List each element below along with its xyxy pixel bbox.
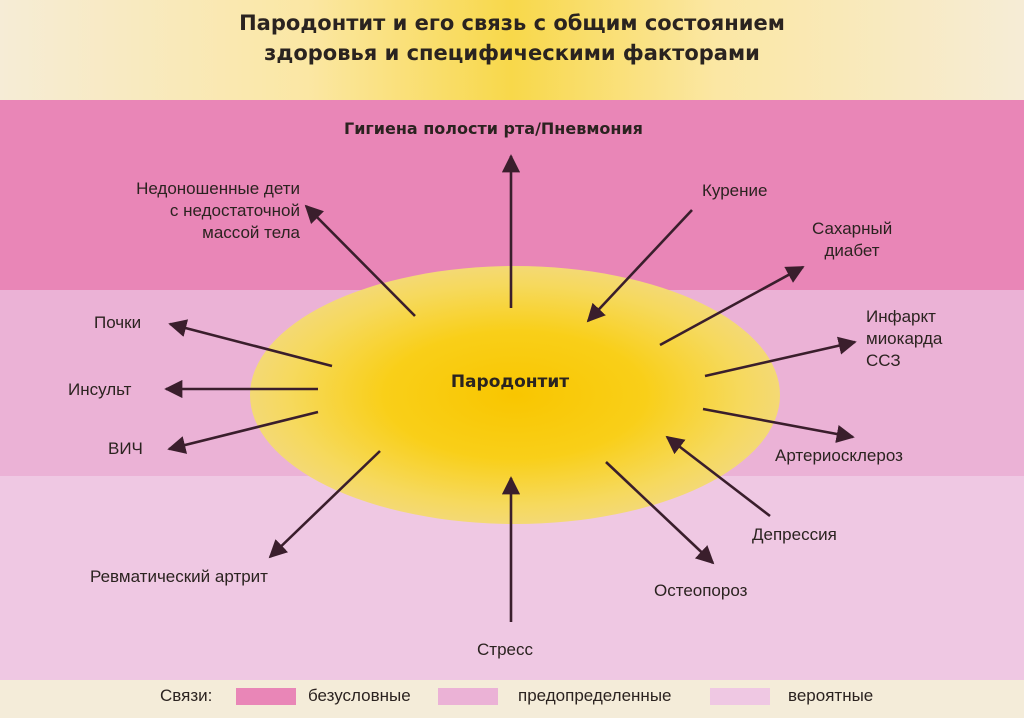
arrow-to-kidneys: [168, 319, 333, 368]
label-diabetes: Сахарный диабет: [812, 218, 892, 262]
arrow-to-premature: [304, 204, 416, 317]
label-hiv: ВИЧ: [108, 439, 143, 458]
legend-swatch-probable: [710, 688, 770, 705]
legend-label-probable: вероятные: [788, 686, 874, 705]
label-stress: Стресс: [477, 640, 533, 659]
label-premature-line-2: с недостаточной: [169, 201, 300, 220]
legend-swatch-predetermined: [438, 688, 498, 705]
arrow-from-depression: [665, 435, 771, 518]
label-rheumatoid: Ревматический артрит: [90, 567, 268, 586]
label-atherosclerosis: Артериосклероз: [775, 446, 903, 465]
arrow-from-smoking: [586, 209, 693, 323]
label-diabetes-line-1: Сахарный: [812, 219, 893, 238]
label-infarct: Инфаркт миокарда ССЗ: [866, 306, 942, 372]
label-premature-line-3: массой тела: [202, 223, 300, 242]
page-title: Пародонтит и его связь с общим состояние…: [0, 8, 1024, 68]
label-diabetes-line-2: диабет: [824, 241, 880, 260]
label-depression: Депрессия: [752, 525, 837, 544]
label-infarct-line-2: миокарда: [866, 329, 943, 348]
label-osteoporosis: Остеопороз: [654, 581, 748, 600]
title-line-1: Пародонтит и его связь с общим состояние…: [239, 11, 785, 35]
legend-swatch-unconditional: [236, 688, 296, 705]
arrow-to-hiv: [167, 410, 319, 454]
arrow-to-osteoporosis: [605, 461, 715, 565]
label-hygiene: Гигиена полости рта/Пневмония: [344, 119, 643, 138]
center-label: Пародонтит: [450, 372, 570, 392]
legend-title: Связи:: [160, 686, 213, 705]
legend-bar: [0, 680, 1024, 718]
title-band: [0, 0, 1024, 100]
arrow-to-rheumatoid: [268, 450, 381, 559]
legend-label-unconditional: безусловные: [308, 686, 411, 705]
label-smoking: Курение: [702, 181, 768, 200]
legend-label-predetermined: предопределенные: [518, 686, 672, 705]
arrow-to-atherosclerosis: [702, 407, 855, 443]
arrow-to-infarct: [704, 336, 857, 378]
label-kidneys: Почки: [94, 313, 142, 332]
label-premature: Недоношенные дети с недостаточной массой…: [96, 178, 300, 244]
label-premature-line-1: Недоношенные дети: [136, 179, 300, 198]
label-infarct-line-1: Инфаркт: [866, 307, 936, 326]
title-line-2: здоровья и специфическими факторами: [264, 41, 760, 65]
label-stroke: Инсульт: [68, 380, 132, 399]
arrow-to-diabetes: [659, 265, 805, 347]
label-infarct-line-3: ССЗ: [866, 351, 901, 370]
